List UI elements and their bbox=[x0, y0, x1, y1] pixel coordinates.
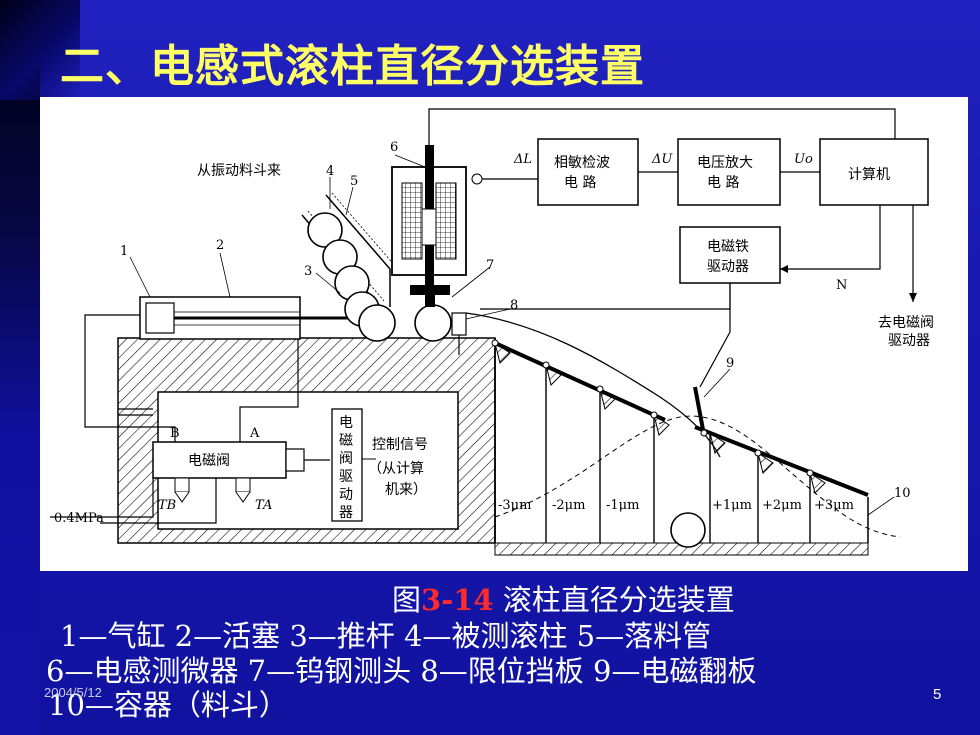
legend-line-3: 10—容器（料斗） bbox=[48, 688, 288, 722]
svg-text:电 路: 电 路 bbox=[707, 175, 739, 191]
svg-text:驱: 驱 bbox=[339, 469, 353, 485]
svg-text:-2μm: -2μm bbox=[552, 498, 585, 513]
iron-driver-box: 电磁铁 驱动器 bbox=[679, 226, 781, 284]
svg-text:5: 5 bbox=[350, 174, 358, 189]
slide-date: 2004/5/12 bbox=[44, 685, 102, 700]
svg-text:阀: 阀 bbox=[339, 451, 353, 467]
amplifier-box: 电压放大 电 路 bbox=[677, 138, 781, 206]
svg-text:-3μm: -3μm bbox=[498, 498, 531, 513]
svg-text:+2μm: +2μm bbox=[762, 498, 802, 513]
svg-text:A: A bbox=[249, 426, 260, 441]
solenoid-valve: 电磁阀 B A TB TA bbox=[152, 426, 305, 513]
air-pipes bbox=[50, 314, 330, 524]
flap-hinges bbox=[491, 339, 826, 494]
svg-text:+3μm: +3μm bbox=[814, 498, 854, 513]
svg-text:从振动料斗来: 从振动料斗来 bbox=[197, 163, 281, 179]
svg-text:电磁阀: 电磁阀 bbox=[188, 453, 230, 469]
figure-caption: 图3-14 滚柱直径分选装置 bbox=[392, 583, 735, 617]
svg-text:4: 4 bbox=[326, 164, 334, 179]
part-number-labels: 1 2 3 4 5 6 7 8 9 10 bbox=[120, 140, 911, 501]
svg-text:8: 8 bbox=[510, 298, 518, 313]
svg-text:电压放大: 电压放大 bbox=[697, 155, 753, 171]
svg-text:电 路: 电 路 bbox=[564, 175, 596, 191]
stop-plate bbox=[451, 312, 467, 336]
svg-text:1: 1 bbox=[120, 244, 128, 259]
corner-shadow bbox=[0, 0, 80, 100]
diagram-figure: -3μm -2μm -1μm +1μm +2μm +3μm 电磁阀 B A TB… bbox=[40, 97, 968, 571]
svg-text:（从计算: （从计算 bbox=[368, 461, 424, 477]
legend-line-2: 6—电感测微器 7—钨钢测头 8—限位挡板 9—电磁翻板 bbox=[46, 654, 757, 688]
svg-text:-1μm: -1μm bbox=[606, 498, 639, 513]
svg-text:电: 电 bbox=[339, 415, 353, 431]
svg-text:ΔL: ΔL bbox=[513, 152, 532, 167]
svg-text:ΔU: ΔU bbox=[651, 152, 673, 167]
caption-number: 3-14 bbox=[421, 583, 494, 617]
svg-text:Uo: Uo bbox=[794, 152, 813, 167]
svg-text:磁: 磁 bbox=[339, 433, 353, 449]
phase-detector-box: 相敏检波 电 路 bbox=[537, 138, 639, 206]
svg-text:计算机: 计算机 bbox=[848, 167, 890, 183]
pressure-label: 0.4MPa bbox=[54, 511, 104, 526]
slide-title: 二、电感式滚柱直径分选装置 bbox=[60, 41, 645, 92]
signal-wires bbox=[428, 108, 914, 388]
svg-text:TB: TB bbox=[158, 498, 176, 513]
svg-text:10: 10 bbox=[894, 486, 911, 501]
svg-text:驱动器: 驱动器 bbox=[707, 259, 749, 275]
svg-text:2: 2 bbox=[216, 238, 224, 253]
part-numbers bbox=[129, 154, 895, 516]
svg-text:机来）: 机来） bbox=[385, 482, 427, 498]
rollers bbox=[307, 212, 706, 548]
left-shadow-band bbox=[0, 0, 40, 735]
svg-text:3: 3 bbox=[304, 264, 312, 279]
svg-text:器: 器 bbox=[339, 505, 353, 521]
svg-text:驱动器: 驱动器 bbox=[888, 333, 930, 349]
bin-labels: -3μm -2μm -1μm +1μm +2μm +3μm bbox=[498, 498, 854, 513]
svg-text:动: 动 bbox=[339, 487, 353, 503]
slide-page-number: 5 bbox=[933, 686, 942, 703]
legend-line-1: 1—气缸 2—活塞 3—推杆 4—被测滚柱 5—落料管 bbox=[60, 619, 712, 653]
svg-text:TA: TA bbox=[255, 498, 272, 513]
svg-text:9: 9 bbox=[726, 356, 734, 371]
svg-text:相敏检波: 相敏检波 bbox=[554, 155, 610, 171]
svg-text:电磁铁: 电磁铁 bbox=[707, 239, 749, 255]
computer-box: 计算机 bbox=[819, 138, 929, 206]
svg-text:7: 7 bbox=[486, 258, 494, 273]
signal-labels: ΔL ΔU Uo N 去电磁阀 驱动器 从振动料斗来 bbox=[197, 152, 934, 349]
svg-text:控制信号: 控制信号 bbox=[372, 437, 428, 453]
inductive-micrometer bbox=[391, 145, 467, 307]
svg-text:+1μm: +1μm bbox=[712, 498, 752, 513]
svg-text:N: N bbox=[836, 278, 847, 293]
cylinder bbox=[139, 296, 362, 340]
svg-text:6: 6 bbox=[390, 140, 398, 155]
valve-driver: 电 磁 阀 驱 动 器 控制信号 （从计算 机来） bbox=[331, 408, 428, 522]
svg-text:去电磁阀: 去电磁阀 bbox=[878, 315, 934, 331]
